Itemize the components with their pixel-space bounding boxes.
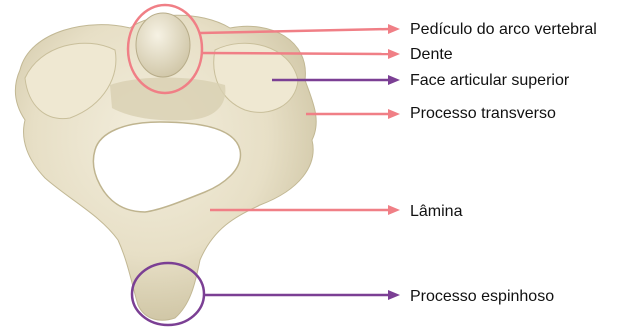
pointer-spinous-process (204, 290, 400, 300)
label-superior-articular-face: Face articular superior (410, 73, 569, 89)
pointer-transverse-process (306, 109, 400, 119)
dente-shape (136, 13, 190, 77)
label-lamina: Lâmina (410, 204, 462, 220)
label-dente: Dente (410, 47, 453, 63)
label-spinous-process: Processo espinhoso (410, 289, 554, 305)
body-texture (110, 78, 225, 121)
label-pedicle: Pedículo do arco vertebral (410, 22, 597, 38)
label-transverse-process: Processo transverso (410, 106, 556, 122)
